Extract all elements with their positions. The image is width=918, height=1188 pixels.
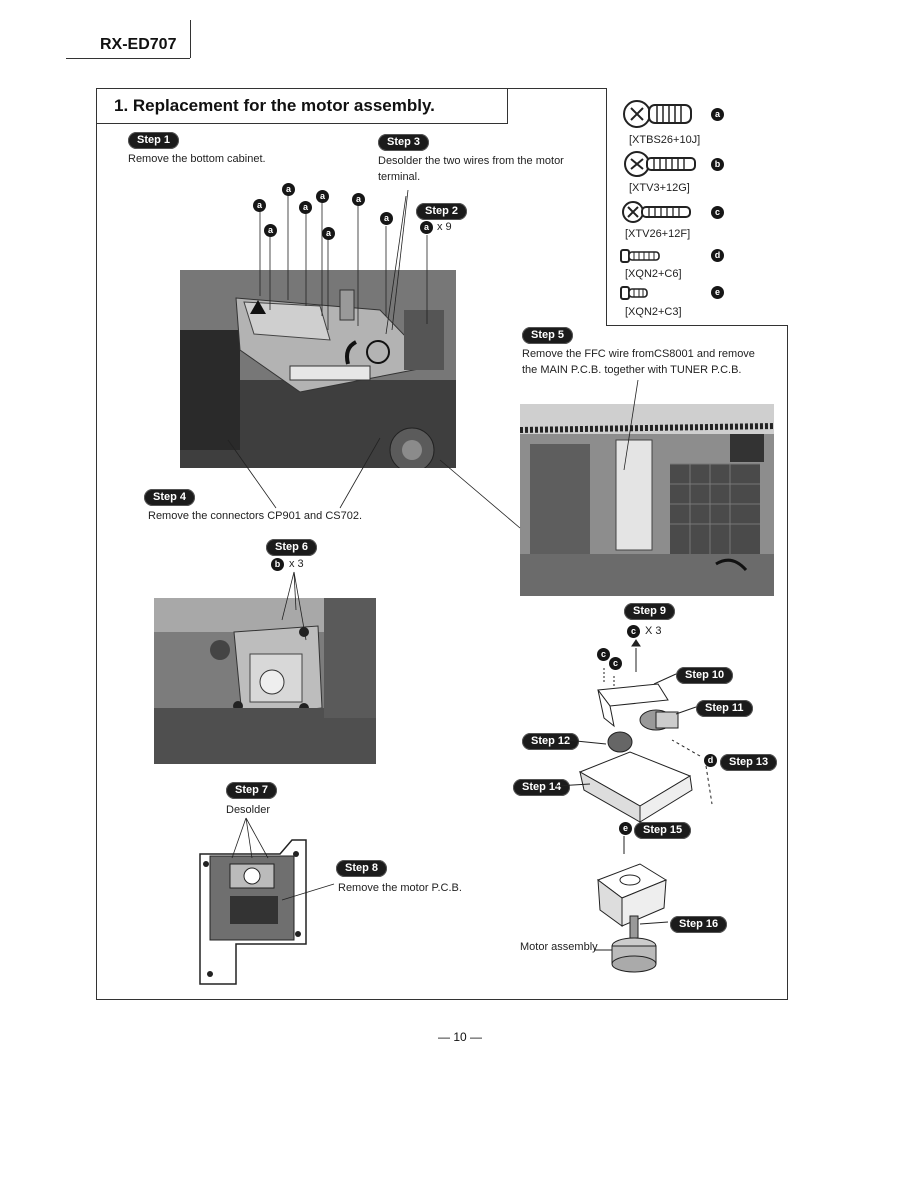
badge-a: a (380, 212, 393, 225)
step-14-label: Step 14 (513, 779, 571, 796)
title-box (96, 88, 508, 124)
step-2-qty: x 9 (437, 221, 452, 233)
screw-drawings (620, 100, 696, 300)
photo-mechanism (154, 598, 376, 764)
model-number: RX-ED707 (100, 36, 177, 53)
page-number: — 10 — (438, 1030, 483, 1044)
badge-a: a (282, 183, 295, 196)
photo-main-pcb (520, 404, 774, 596)
screw-badge-c: c (711, 206, 724, 219)
badge-a: a (253, 199, 266, 212)
header-rule (66, 58, 190, 59)
step-15-label: Step 15 (634, 822, 692, 839)
step-1-text: Remove the bottom cabinet. (128, 153, 266, 165)
badge-c: c (597, 648, 610, 661)
step-6-label: Step 6 (266, 539, 318, 556)
screw-code-d: [XQN2+C6] (625, 268, 682, 280)
screw-code-e: [XQN2+C3] (625, 306, 682, 318)
step-9-qty: X 3 (645, 625, 662, 637)
step-7-label: Step 7 (226, 782, 278, 799)
screw-e-icon (620, 286, 648, 300)
section-title: 1. Replacement for the motor assembly. (114, 96, 435, 115)
screw-legend: a [XTBS26+10J] b [XTV3+12G] c [XTV26+12F… (606, 88, 788, 326)
screw-e-badge: e (619, 822, 632, 835)
screw-d-icon (620, 249, 660, 263)
step-6-qty: x 3 (289, 558, 304, 570)
step-10-label: Step 10 (676, 667, 734, 684)
screw-c-icon (622, 201, 691, 223)
step-13-label: Step 13 (720, 754, 778, 771)
motor-pcb-drawing (196, 834, 318, 990)
screw-badge-b: b (711, 158, 724, 171)
photo-3-drawing (154, 598, 376, 764)
screw-c-badge: c (627, 625, 640, 638)
content-frame (96, 88, 788, 1000)
screw-a-badge: a (420, 221, 433, 234)
step-9-label: Step 9 (624, 603, 676, 620)
badge-a: a (316, 190, 329, 203)
step-16-label: Step 16 (670, 916, 728, 933)
screw-b-badge: b (271, 558, 284, 571)
step-8-text: Remove the motor P.C.B. (338, 882, 462, 894)
photo-2-drawing (520, 404, 774, 596)
step-3-label: Step 3 (378, 134, 430, 151)
screw-b-icon (624, 151, 696, 177)
screw-badge-a: a (711, 108, 724, 121)
step-7-text: Desolder (226, 804, 271, 816)
pcb-drawing (199, 839, 307, 985)
badge-a: a (322, 227, 335, 240)
step-2-label: Step 2 (416, 203, 468, 220)
badge-a: a (264, 224, 277, 237)
badge-a: a (299, 201, 312, 214)
photo-bottom-cabinet-removed (180, 270, 456, 468)
step-4-text: Remove the connectors CP901 and CS702. (148, 510, 363, 522)
badge-a: a (352, 193, 365, 206)
badge-c: c (609, 657, 622, 670)
step-4-label: Step 4 (144, 489, 196, 506)
step-5-text: Remove the FFC wire fromCS8001 and remov… (522, 348, 755, 376)
step-11-label: Step 11 (696, 700, 753, 717)
screw-badge-e: e (711, 286, 724, 299)
header-rule-vertical (190, 20, 191, 58)
motor-assembly-label: Motor assembly (520, 941, 598, 953)
screw-code-a: [XTBS26+10J] (629, 134, 701, 146)
step-3-text: Desolder the two wires from the motor te… (378, 155, 564, 183)
step-12-label: Step 12 (522, 733, 580, 750)
screw-code-b: [XTV3+12G] (629, 182, 690, 194)
screw-d-badge: d (704, 754, 717, 767)
step-1-label: Step 1 (128, 132, 180, 149)
screw-badge-d: d (711, 249, 724, 262)
step-8-label: Step 8 (336, 860, 388, 877)
photo-1-drawing (180, 270, 456, 468)
screw-a-icon (623, 100, 692, 128)
step-5-label: Step 5 (522, 327, 574, 344)
screw-code-c: [XTV26+12F] (625, 228, 691, 240)
